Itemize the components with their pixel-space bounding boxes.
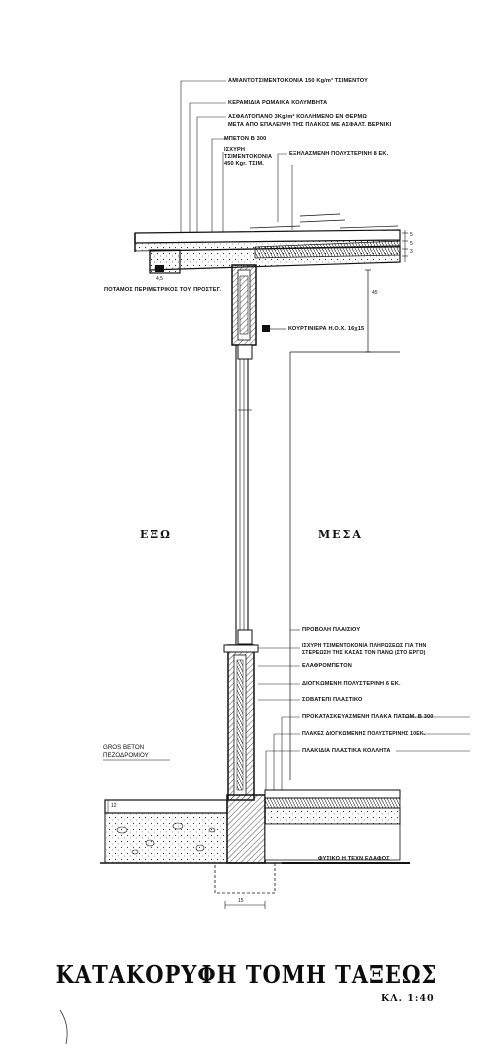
dim-roof-3: 3 (410, 249, 413, 255)
label-plastic-tiles: ΠΛΑΚΙΔΙΑ ΠΛΑΣΤΙΚΑ ΚΟΛΛΗΤΑ (302, 748, 391, 754)
label-window-frame: ΠΡΟΒΟΛΗ ΠΛΑΙΣΙΟΥ (302, 627, 361, 633)
label-outside: ΕΞΩ (140, 528, 172, 541)
lintel (231, 264, 286, 346)
label-plastic-skirting: ΣΟΒΑΤΕΠΙ ΠΛΑΣΤΙΚΟ (302, 697, 363, 703)
label-gros-beton-2: ΠΕΖΟΔΡΟΜΙΟΥ (103, 752, 149, 759)
label-precast-slab: ΠΡΟΚΑΤΑΣΚΕΥΑΣΜΕΝΗ ΠΛΑΚΑ ΠΑΤΩΜ. Β 300 (302, 714, 434, 720)
label-roof-mortar: ΑΜΙΑΝΤΟΤΣΙΜΕΝΤΟΚΟΝΙΑ 150 Kg/m³ ΤΣΙΜΕΝΤΟΥ (228, 78, 369, 84)
label-expanded-poly-10: ΠΛΑΚΕΣ ΔΙΟΓΚΩΜΕΝΗΣ ΠΟΛΥΣΤΕΡΙΝΗΣ 10ΕΚ. (302, 731, 426, 737)
label-strong-mortar-2: ΤΣΙΜΕΝΤΟΚΟΝΙΑ (224, 154, 273, 160)
label-edge-beam: ΠΟΤΑΜΟΣ ΠΕΡΙΜΕΤΡΙΚΟΣ ΤΟΥ ΠΡΟΣΤΕΓ. (104, 287, 222, 293)
dim-roof-1: 5 (410, 232, 413, 238)
label-strong-mortar-fill-2: ΣΤΕΡΕΩΣΗ ΤΗΣ ΚΑΣΑΣ ΤΟΝ ΠΑΝΩ (ΣΤΟ ΕΡΓΟ) (302, 650, 426, 656)
leader-lines (180, 80, 293, 234)
label-strong-mortar-3: 450 Kgr. ΤΣΙΜ. (224, 161, 264, 167)
dim-edge-small: 4,5 (156, 276, 163, 282)
ceiling-line (289, 269, 400, 780)
dim-floor-left: 12 (111, 803, 117, 809)
label-roof-tiles: ΚΕΡΑΜΙΔΙΑ ΡΩΜΑΙΚΑ ΚΟΛΥΜΒΗΤΑ (228, 100, 328, 106)
label-strong-mortar-1: ΙΣΧΥΡΗ (224, 147, 246, 153)
drawing-scale: ΚΛ. 1:40 (381, 993, 435, 1004)
label-gros-beton: GROS BETON ΠΕΖΟΔΡΟΜΙΟΥ (103, 744, 149, 760)
dim-base-width: 15 (238, 898, 244, 904)
label-strong-mortar-fill-1: ΙΣΧΥΡΗ ΤΣΙΜΕΝΤΟΚΟΝΙΑ ΠΛΗΡΩΣΕΩΣ ΓΙΑ ΤΗΝ (302, 643, 427, 649)
label-inside: ΜΕΣΑ (318, 528, 363, 541)
label-asphalt-line1: ΑΣΦΑΛΤΟΠΑΝΟ 3Kg/m² ΚΟΛΛΗΜΕΝΟ ΕΝ ΘΕΡΜΩ (228, 114, 367, 120)
lower-wall (223, 644, 259, 801)
dim-ceiling-drop: 45 (372, 290, 378, 296)
label-asphalt-line2: ΜΕΤΑ ΑΠΟ ΕΠΑΛΕΙΨΗ ΤΗΣ ΠΛΑΚΟΣ ΜΕ ΑΣΦΑΛΤ. … (228, 122, 392, 128)
window-glazing (235, 344, 253, 645)
label-concrete-b300: ΜΠΕΤΟΝ Β 300 (224, 136, 267, 142)
label-expanded-poly-6: ΔΙΟΓΚΩΜΕΝΗ ΠΟΛΥΣΤΕΡΙΝΗ 6 ΕΚ. (302, 681, 401, 687)
label-natural-ground: ΦΥΣΙΚΟ Η ΤΕΧΝ ΕΔΑΦΟΣ (318, 856, 390, 862)
roof-assembly (134, 213, 408, 274)
floor-foundation (100, 759, 410, 909)
pen-stroke (59, 1009, 68, 1045)
label-extruded-poly: ΕΞΗΛΑΣΜΕΝΗ ΠΟΛΥΣΤΕΡΙΝΗ 8 ΕΚ. (289, 151, 389, 157)
label-curtain-rail: ΚΟΥΡΤΙΝΙΕΡΑ Η.Ο.Χ. 16χ15 (288, 326, 365, 332)
label-gros-beton-1: GROS BETON (103, 744, 145, 751)
dim-roof-2: 5 (410, 241, 413, 247)
right-leaders (258, 629, 470, 794)
drawing-title: ΚΑΤΑΚΟΡΥΦΗ ΤΟΜΗ ΤΑΞΕΩΣ (55, 960, 438, 989)
label-lightweight-concrete: ΕΛΑΦΡΟΜΠΕΤΟΝ (302, 663, 352, 669)
